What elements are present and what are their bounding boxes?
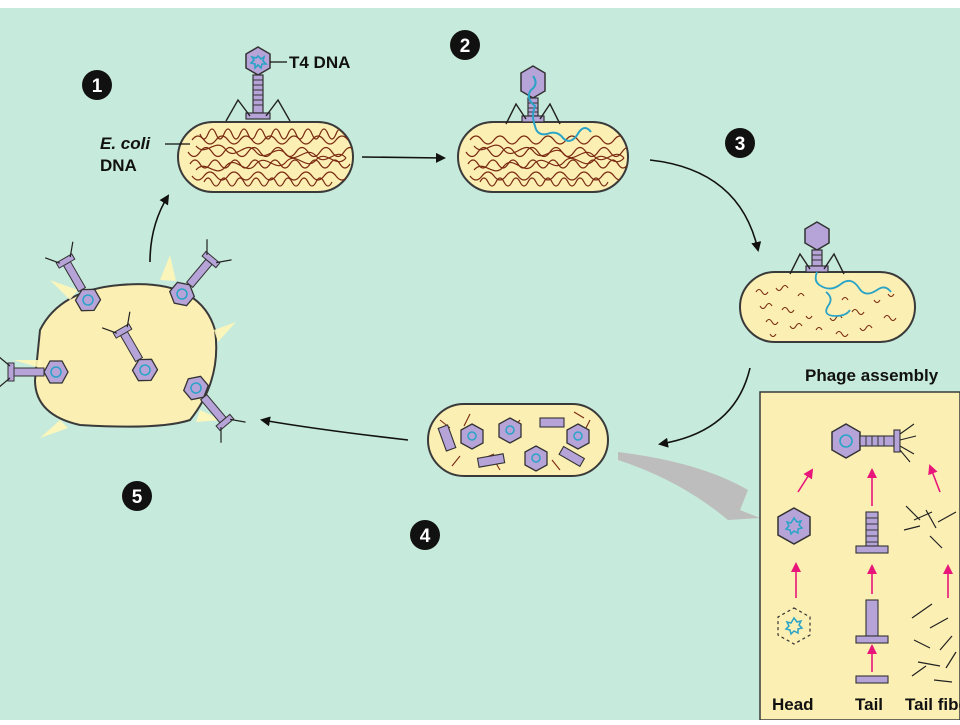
- released-phage-4: [0, 355, 69, 389]
- step-5-lysing-bacterium: [0, 239, 246, 443]
- new-phage-heads: [460, 417, 590, 472]
- tail-label: Tail: [855, 695, 883, 714]
- t4-phage-empty: [789, 221, 845, 275]
- dna-label: DNA: [100, 156, 137, 175]
- head-label: Head: [772, 695, 814, 714]
- ecoli-label: E. coli: [100, 134, 151, 153]
- tail-core: [855, 599, 889, 644]
- step-2-badge: 2: [450, 30, 480, 60]
- released-phage-5: [182, 375, 246, 443]
- phage-dna-strand: [814, 271, 892, 317]
- phage-dna-strand: [527, 75, 592, 142]
- tail-fibers-label: Tail fibers: [905, 695, 960, 714]
- tail-baseplate: [855, 675, 889, 684]
- top-border: [0, 0, 960, 8]
- svg-text:1: 1: [92, 76, 103, 97]
- step-4-badge: 4: [410, 520, 440, 550]
- head-completed: [777, 507, 811, 545]
- tail-fibers-assembled: [903, 505, 957, 549]
- arrow-4-to-5: [260, 416, 409, 441]
- ecoli-dna-coil: [187, 128, 353, 187]
- step-4-bacterium: [427, 403, 609, 477]
- t4-phage-injecting: [505, 65, 592, 142]
- arrow-1-to-2: [361, 152, 446, 163]
- phage-assembly-title: Phage assembly: [805, 366, 939, 385]
- head-precursor: [777, 607, 811, 645]
- svg-text:2: 2: [460, 36, 471, 57]
- step-3-badge: 3: [725, 128, 755, 158]
- t4-phage: [225, 46, 291, 122]
- released-phage-3: [101, 311, 159, 382]
- t4-dna-label: T4 DNA: [289, 53, 350, 72]
- fragmented-host-dna: [755, 284, 897, 338]
- svg-text:5: 5: [132, 487, 143, 508]
- tail-fibers-loose: [911, 603, 957, 683]
- released-phage-2: [168, 239, 232, 307]
- svg-text:4: 4: [420, 526, 431, 547]
- step-1-bacterium: T4 DNA E. coli DNA: [100, 46, 354, 193]
- arrow-5-to-1: [149, 194, 170, 263]
- step-1-badge: 1: [82, 70, 112, 100]
- arrow-3-to-4: [658, 367, 751, 448]
- step-5-badge: 5: [122, 481, 152, 511]
- zoom-arrow-to-assembly: [618, 452, 760, 520]
- assembled-phage: [831, 423, 917, 463]
- tail-completed: [855, 511, 889, 554]
- ecoli-dna-coil: [465, 135, 628, 187]
- svg-text:3: 3: [735, 134, 746, 155]
- released-phage-1: [44, 241, 102, 312]
- step-3-bacterium: [739, 221, 916, 343]
- new-phage-tails: [437, 417, 586, 468]
- step-2-bacterium: [457, 65, 629, 193]
- assembly-arrows: [791, 464, 953, 672]
- arrow-2-to-3: [649, 159, 762, 252]
